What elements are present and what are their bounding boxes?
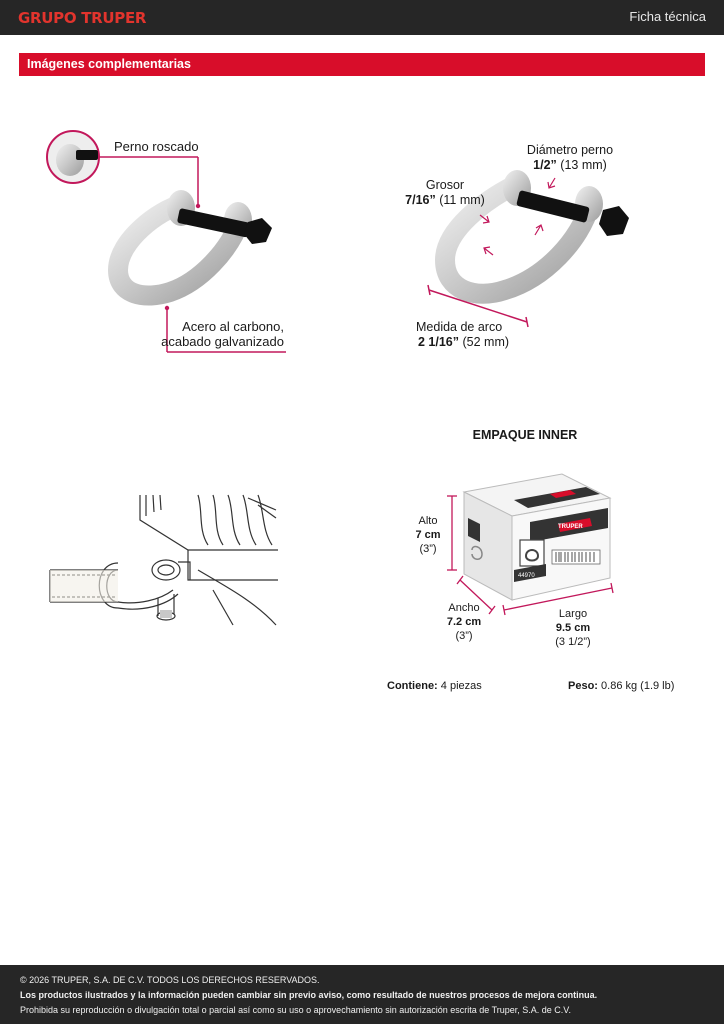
largo-in: (3 1/2”) [555,636,591,648]
section-header: Imágenes complementarias [19,53,705,76]
label-material-line1: Acero al carbono, [182,319,284,334]
box-brand: TRUPER [558,524,583,530]
thickness-value: 7/16” [405,193,436,207]
label-largo: Largo 9.5 cm (3 1/2”) [548,607,598,649]
thickness-value-mm: (11 mm) [439,193,485,207]
label-pin-diameter: Diámetro perno 1/2” (13 mm) [520,143,620,173]
ancho-in: (3”) [455,630,473,642]
footer: © 2026 TRUPER, S.A. DE C.V. TODOS LOS DE… [0,965,724,1024]
package-title: EMPAQUE INNER [472,428,578,442]
footer-copyright: © 2026 TRUPER, S.A. DE C.V. TODOS LOS DE… [20,975,320,985]
spec-contents: Contiene: 4 piezas [387,680,482,692]
footer-notice: Los productos ilustrados y la informació… [20,990,598,1000]
pin-label: Diámetro perno [526,143,614,157]
brand-logo: GRUPO TRUPER [18,9,147,27]
label-thickness: Grosor 7/16” (11 mm) [405,178,485,208]
thickness-label: Grosor [425,178,465,192]
spec-weight: Peso: 0.86 kg (1.9 lb) [568,680,674,692]
document-type: Ficha técnica [629,9,706,24]
alto-in: (3”) [419,543,437,555]
peso-value: 0.86 kg (1.9 lb) [601,680,675,692]
label-material-line2: acabado galvanizado [161,334,284,349]
label-bolt: Perno roscado [114,139,199,154]
package-box-image: 44970 TRUPER [447,473,614,616]
label-ancho: Ancho 7.2 cm (3”) [440,601,488,643]
largo-label: Largo [558,608,588,620]
arc-value-mm: (52 mm) [462,335,510,349]
largo-value: 9.5 cm [555,622,591,634]
arc-value: 2 1/16” [418,335,460,349]
contiene-value: 4 piezas [440,680,482,692]
top-bar: GRUPO TRUPER Ficha técnica [0,0,724,35]
alto-label: Alto [418,515,438,527]
footer-legal: Prohibida su reproducción o divulgación … [20,1005,571,1015]
shackle-right-image [427,170,629,328]
label-arc: Medida de arco 2 1/16” (52 mm) [416,320,536,350]
box-code: 44970 [518,573,535,579]
label-alto: Alto 7 cm (3”) [408,514,448,556]
usage-illustration [49,494,278,626]
section-title: Imágenes complementarias [27,57,191,71]
pin-value-mm: (13 mm) [560,158,607,172]
pin-value: 1/2” [533,158,557,172]
alto-value: 7 cm [415,529,441,541]
ancho-value: 7.2 cm [446,616,482,628]
label-material: Acero al carbono, acabado galvanizado [150,319,284,349]
ancho-label: Ancho [448,602,480,614]
arc-label: Medida de arco [416,320,503,334]
shackle-left-image [46,130,286,353]
contiene-label: Contiene: [387,680,438,692]
peso-label: Peso: [568,680,598,692]
